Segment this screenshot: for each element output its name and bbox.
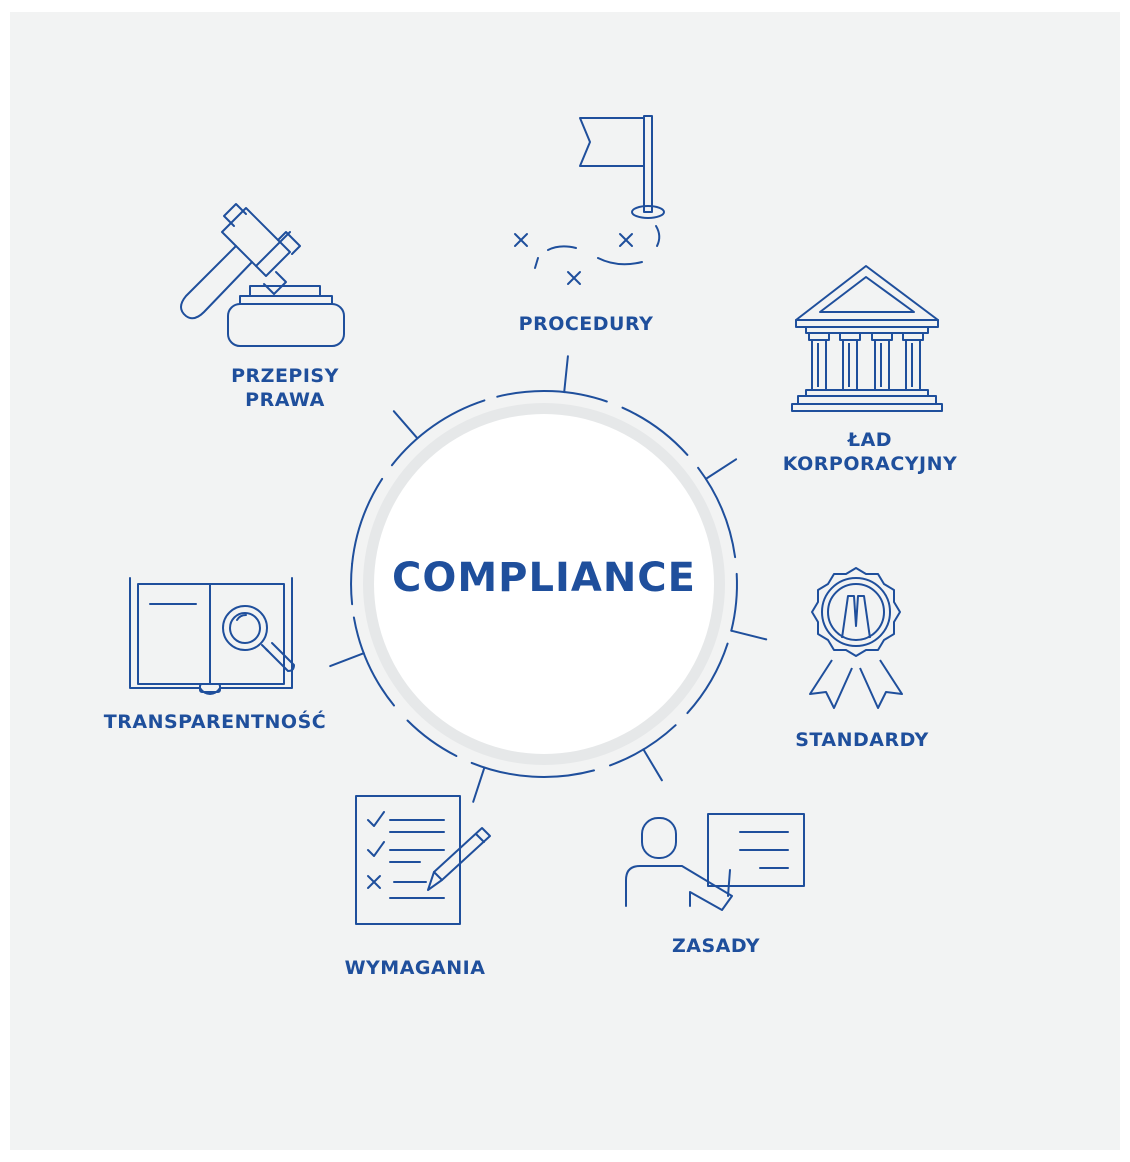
book-magnifier-icon <box>129 577 295 695</box>
ring-arc <box>406 719 458 757</box>
center-circle <box>374 414 714 754</box>
ring-arc <box>697 466 737 559</box>
spoke-line <box>642 748 663 782</box>
ring-arc <box>470 761 595 778</box>
ring-arc <box>686 642 729 715</box>
label-lad-line2: KORPORACYJNY <box>782 453 958 475</box>
spoke-line <box>472 766 486 803</box>
spokes <box>329 355 768 803</box>
label-przepisy-prawa: PRZEPISY PRAWA <box>190 364 380 412</box>
ring-arc <box>390 399 486 467</box>
gavel-icon <box>180 203 345 347</box>
label-procedury: PROCEDURY <box>518 313 654 335</box>
label-standardy: STANDARDY <box>795 729 929 751</box>
label-przepisy-line1: PRZEPISY <box>231 365 339 387</box>
spoke-line <box>392 410 419 440</box>
spoke-line <box>704 458 738 480</box>
label-przepisy-line2: PRAWA <box>245 389 325 411</box>
ring-arc <box>352 616 395 707</box>
ring-arc <box>496 389 608 403</box>
ring-arc <box>621 406 689 456</box>
outer-ring <box>350 389 738 778</box>
checklist-pencil-icon <box>355 795 491 925</box>
ring-arc <box>609 724 677 767</box>
ring-arc <box>350 562 354 606</box>
spoke-line <box>730 629 768 641</box>
flag-map-icon <box>514 115 665 285</box>
label-lad-line1: ŁAD <box>847 429 893 451</box>
spoke-line <box>563 355 569 394</box>
ring-arc <box>351 477 384 565</box>
label-zasady: ZASADY <box>671 935 761 957</box>
spoke-line <box>329 652 365 668</box>
label-wymagania: WYMAGANIA <box>344 957 486 979</box>
award-badge-icon <box>809 567 903 709</box>
presenter-board-icon <box>625 813 805 911</box>
building-columns-icon <box>791 265 943 412</box>
label-lad-korporacyjny: ŁAD KORPORACYJNY <box>760 428 980 476</box>
center-title: COMPLIANCE <box>392 555 696 601</box>
ring-arc <box>730 572 738 632</box>
label-transparentnosc: TRANSPARENTNOŚĆ <box>103 711 327 733</box>
